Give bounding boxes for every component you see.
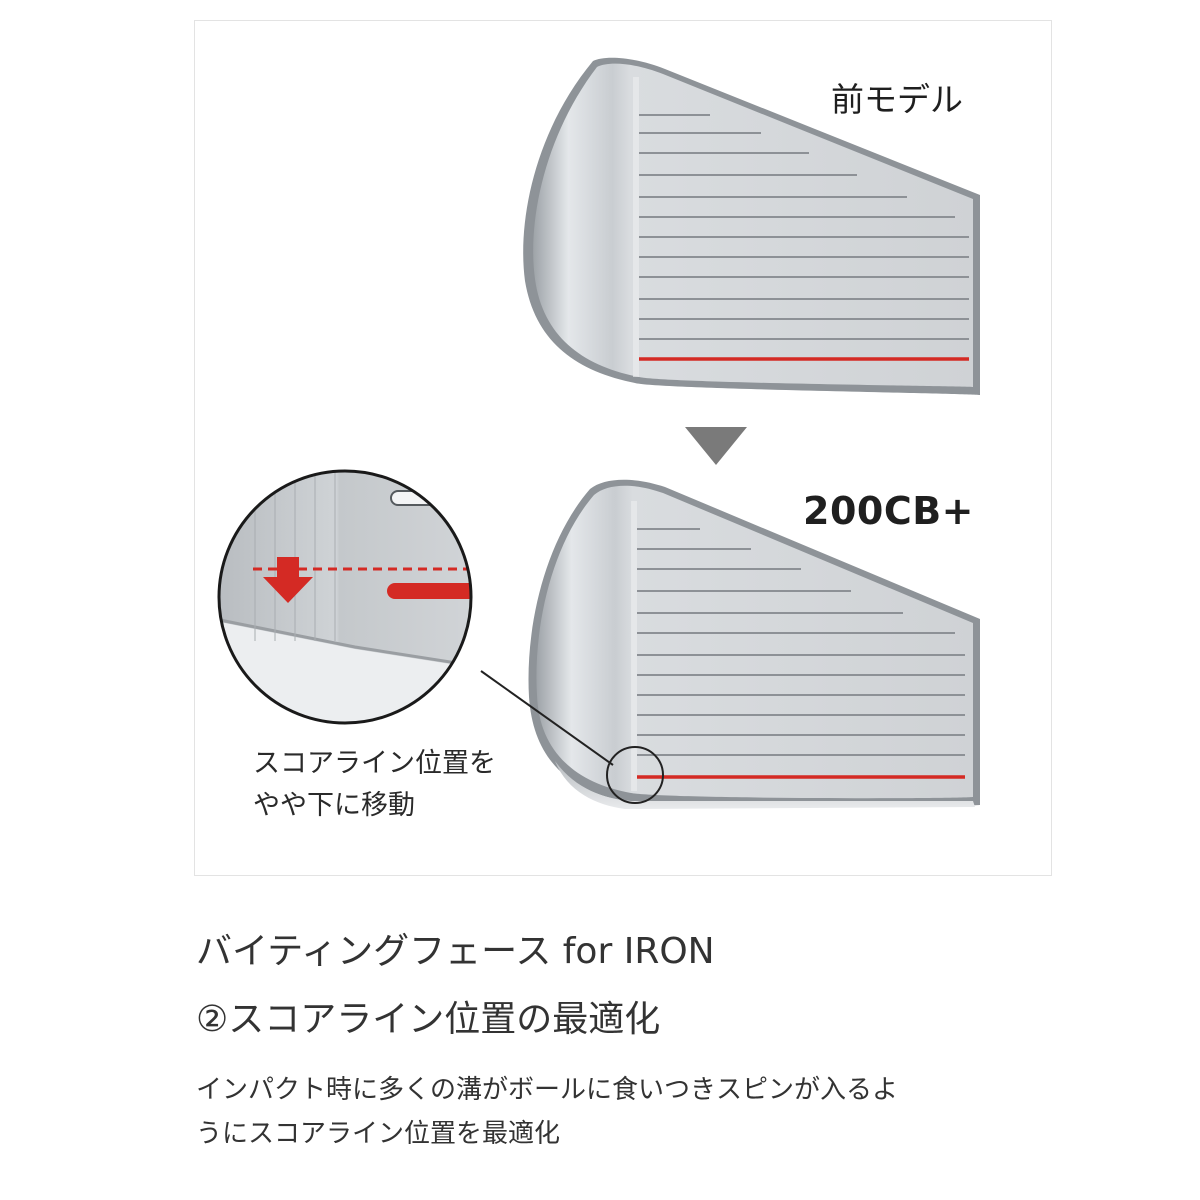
callout-note-line: やや下に移動 — [253, 790, 415, 821]
new-model-label: 200CB+ — [803, 489, 975, 533]
product-comparison-figure: 前モデル 200CB+ スコアライン位置を やや下に移動 — [194, 20, 1052, 876]
down-triangle-icon — [685, 427, 747, 465]
callout-connector — [480, 670, 614, 766]
feature-subtitle: ②スコアライン位置の最適化 — [196, 999, 661, 1040]
feature-title: バイティングフェース for IRON — [196, 931, 715, 972]
previous-model-iron-head — [523, 57, 980, 395]
previous-model-label: 前モデル — [831, 80, 963, 119]
iron-head-illustration — [217, 57, 980, 809]
description-line: インパクト時に多くの溝がボールに食いつきスピンが入るよ — [196, 1075, 899, 1105]
description-line: うにスコアライン位置を最適化 — [196, 1119, 561, 1149]
callout-note-line: スコアライン位置を — [253, 748, 496, 779]
callout-note: スコアライン位置を やや下に移動 — [253, 743, 496, 827]
feature-description: インパクト時に多くの溝がボールに食いつきスピンが入るよ うにスコアライン位置を最… — [196, 1068, 1056, 1156]
new-model-iron-head — [528, 479, 980, 809]
down-arrow-icon — [263, 557, 313, 603]
detail-marker-circle — [606, 746, 664, 804]
zoom-detail-callout — [217, 469, 473, 725]
